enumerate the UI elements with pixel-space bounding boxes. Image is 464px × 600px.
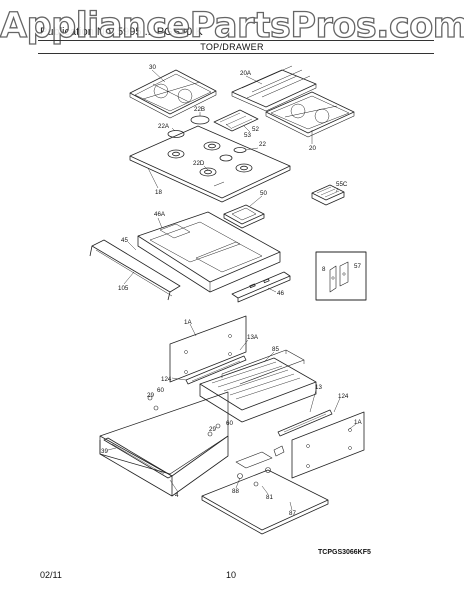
part-55c [311,184,345,206]
section-title: TOP/DRAWER [200,42,264,52]
drawer-slide-13a [185,355,247,385]
callout-52: 52 [252,126,259,133]
callout-53: 53 [244,132,251,139]
burner-cap-22b [190,115,210,125]
callout-55c: 55C [336,181,348,188]
center-burner-53 [213,109,259,132]
grate-right-20 [265,91,355,138]
callout-60-left: 60 [157,387,164,394]
callout-81: 81 [266,494,273,501]
header-rule-top [38,40,434,41]
drawer-slide-13 [277,409,333,437]
header-rule-bottom [38,53,434,54]
callout-20: 20 [309,145,316,152]
burner-box-46a [137,211,281,293]
callout-22a: 22A [158,123,170,130]
watermark: AppliancePartsPros.com [0,5,464,46]
drawer-front-panel-4 [99,391,229,497]
callout-39: 39 [101,448,108,455]
drawer-side-panel-right-1a [291,411,365,479]
callout-124-left: 124 [161,376,172,383]
leader-lines [107,69,357,511]
footer-date: 02/11 [40,570,62,580]
publication-title: Publication No. 5995 ... PGS30 K [40,26,203,38]
front-rail-46 [231,271,291,303]
callout-30: 30 [149,64,156,71]
burner-cap-22a [167,130,185,138]
page-header: Publication No. 5995 ... PGS30 K Applian… [0,0,464,60]
callout-88: 88 [232,488,239,495]
side-rail-105 [89,239,181,301]
callout-29-mid: 29 [209,426,216,433]
callout-124-right: 124 [338,393,349,400]
callout-1a-right: 1A [354,419,362,426]
drawer-bottom-panel-87 [201,469,329,535]
callout-22d: 22D [193,160,205,167]
grate-left-30 [129,69,217,119]
drawer-side-panel-left-1a [169,315,247,383]
drawer-handle-39 [103,437,173,479]
burner-cap-22 [233,147,247,153]
footer-page-number: 10 [226,570,237,580]
callout-50: 50 [260,190,267,197]
drawer-pan-85 [199,349,317,423]
callout-22: 22 [259,141,266,148]
callout-13: 13 [315,384,322,391]
callout-13a: 13A [247,334,259,341]
callout-85: 85 [272,346,279,353]
callout-20a: 20A [240,70,252,77]
callout-1a-left: 1A [184,319,192,326]
callout-45: 45 [121,237,128,244]
callout-105: 105 [118,285,129,292]
callout-4: 4 [175,492,179,499]
callout-22b: 22B [194,106,205,113]
cooktop-18 [129,125,291,203]
part-50 [223,204,265,229]
grate-center-20a [231,65,317,112]
callout-29-left: 29 [147,392,154,399]
callout-8: 8 [322,266,326,273]
callout-18: 18 [155,189,162,196]
inset-detail-box [315,251,367,301]
callout-57: 57 [354,263,361,270]
callout-87: 87 [289,510,296,517]
model-code: TCPGS3066KF5 [318,549,371,556]
callout-46: 46 [277,290,284,297]
screws-29-60 [147,395,221,437]
callout-46a: 46A [154,211,166,218]
callout-60-mid: 60 [226,420,233,427]
